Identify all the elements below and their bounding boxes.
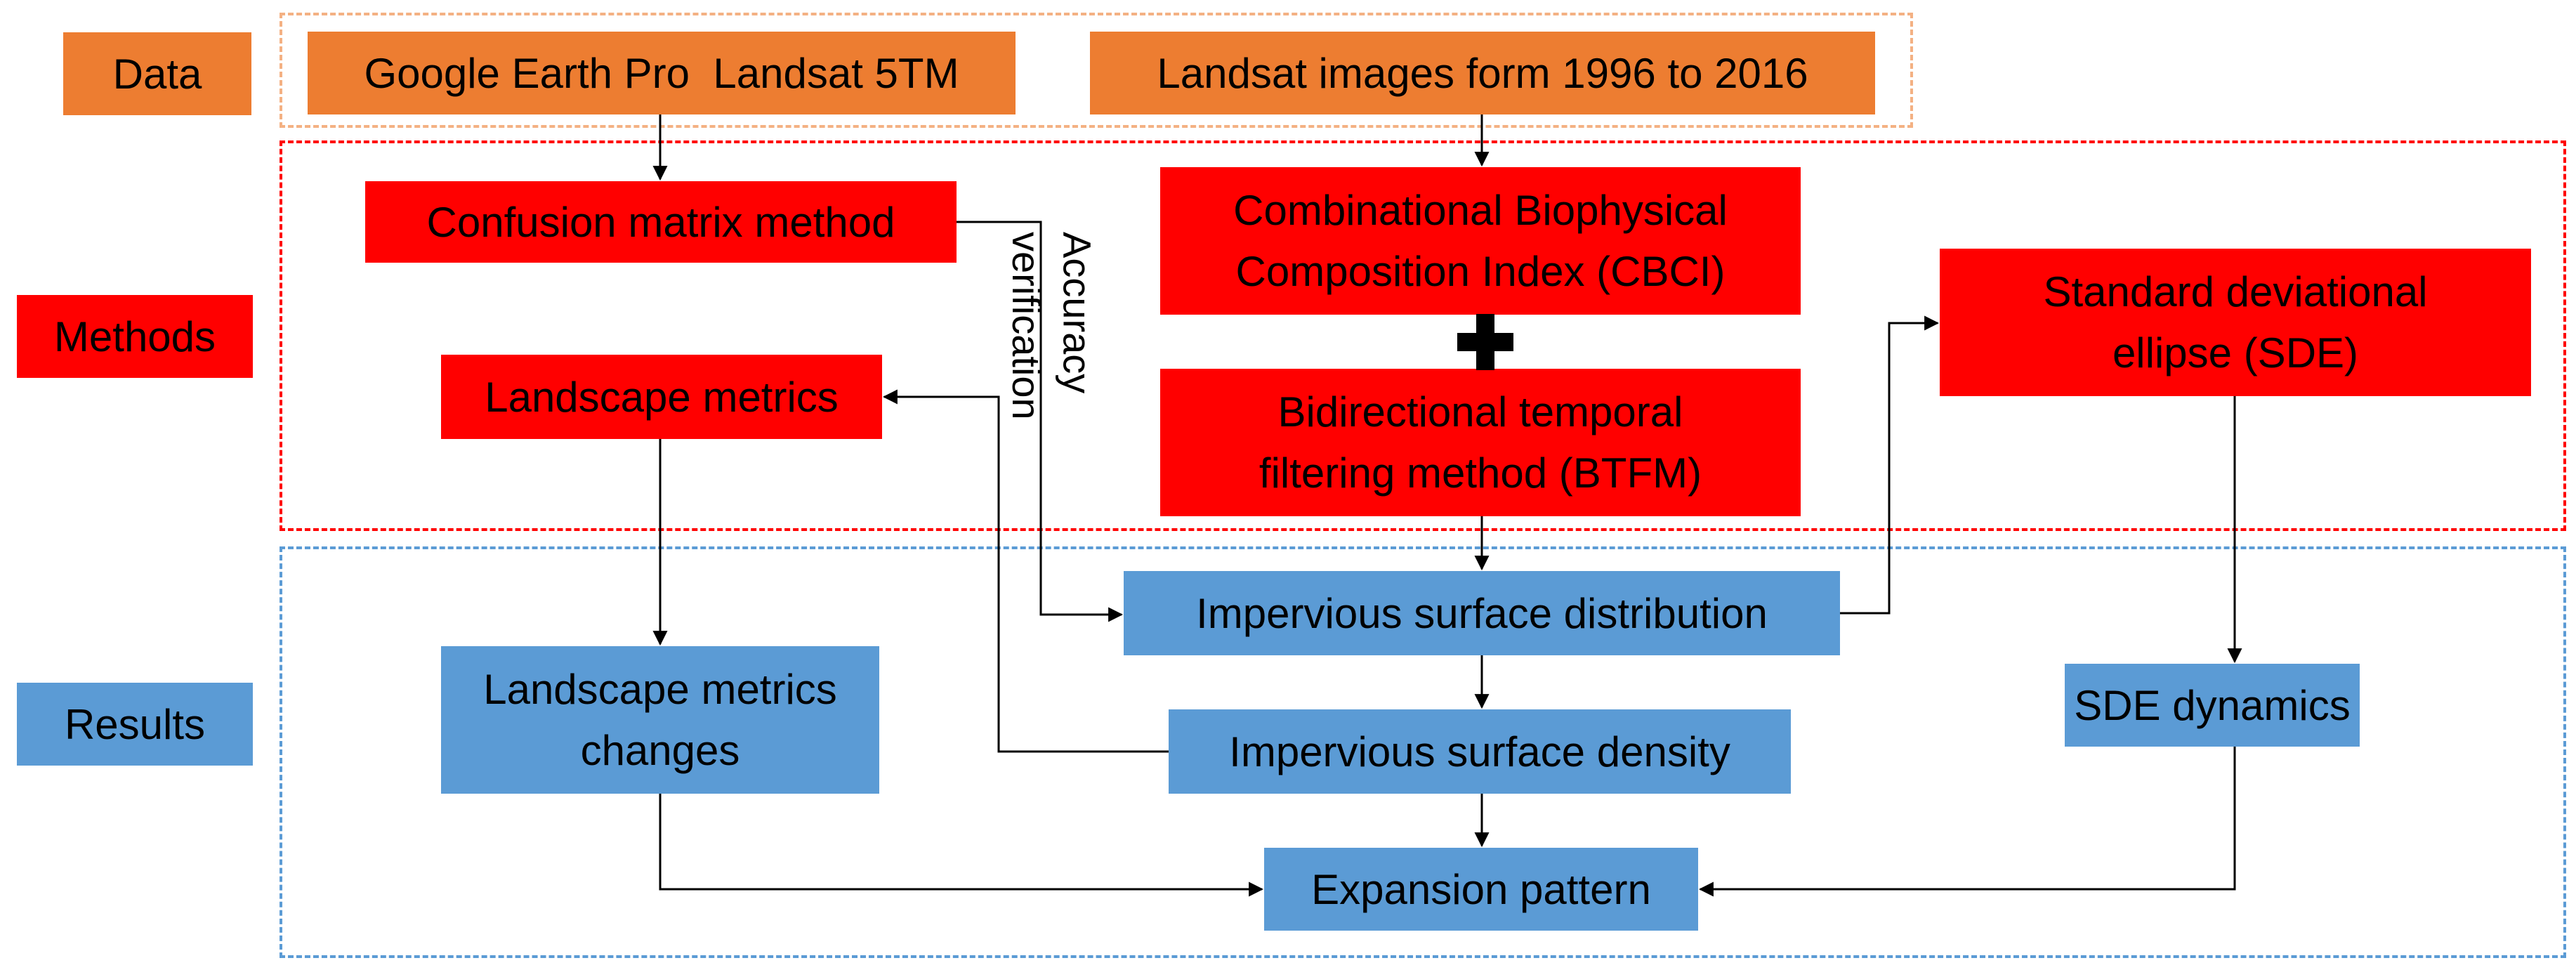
edge-accuracy-verification — [957, 221, 1124, 622]
node-confusion-matrix: Confusion matrix method — [365, 181, 957, 263]
node-cbci-label-2: Composition Index (CBCI) — [1235, 248, 1726, 295]
node-btfm-label-1: Bidirectional temporal — [1277, 388, 1683, 435]
category-results: Results — [17, 683, 253, 766]
node-sde-dynamics-label: SDE dynamics — [2074, 681, 2351, 729]
node-impervious-density-label: Impervious surface density — [1229, 728, 1730, 775]
results-group — [280, 546, 2566, 958]
category-methods-label: Methods — [53, 313, 216, 360]
category-data: Data — [63, 32, 251, 115]
node-google-earth-label: Google Earth Pro Landsat 5TM — [364, 49, 959, 97]
node-impervious-density: Impervious surface density — [1169, 709, 1791, 794]
node-landscape-metrics-label: Landscape metrics — [485, 373, 839, 421]
edge-density-landscape — [882, 389, 1169, 753]
node-btfm: Bidirectional temporal filtering method … — [1160, 369, 1801, 516]
plus-icon — [1457, 314, 1513, 370]
node-landscape-metrics: Landscape metrics — [441, 355, 882, 439]
node-sde-label-2: ellipse (SDE) — [2112, 329, 2359, 376]
node-cbci-label-1: Combinational Biophysical — [1233, 187, 1728, 234]
node-sde-label-1: Standard deviational — [2043, 268, 2428, 315]
edge-changes-expansion — [659, 794, 1264, 897]
methods-group — [280, 140, 2566, 531]
node-sde-dynamics: SDE dynamics — [2065, 664, 2360, 747]
node-expansion-pattern: Expansion pattern — [1264, 848, 1698, 931]
node-cbci: Combinational Biophysical Composition In… — [1160, 167, 1801, 315]
node-sde: Standard deviational ellipse (SDE) — [1940, 249, 2531, 396]
node-google-earth: Google Earth Pro Landsat 5TM — [308, 32, 1016, 114]
edge-distribution-sde — [1840, 315, 1940, 615]
category-data-label: Data — [112, 50, 202, 98]
node-impervious-distribution: Impervious surface distribution — [1124, 571, 1840, 655]
node-landscape-changes: Landscape metrics changes — [441, 646, 879, 794]
node-confusion-matrix-label: Confusion matrix method — [426, 198, 895, 246]
node-btfm-label-2: filtering method (BTFM) — [1259, 450, 1702, 497]
node-landsat-images-label: Landsat images form 1996 to 2016 — [1157, 49, 1808, 97]
node-landsat-images: Landsat images form 1996 to 2016 — [1090, 32, 1875, 114]
category-methods: Methods — [17, 295, 253, 378]
node-landscape-changes-label-2: changes — [580, 727, 740, 774]
node-impervious-distribution-label: Impervious surface distribution — [1196, 589, 1768, 637]
node-expansion-pattern-label: Expansion pattern — [1311, 865, 1651, 913]
node-landscape-changes-label-1: Landscape metrics — [483, 666, 837, 713]
edge-sdedyn-expansion — [1698, 747, 2236, 897]
category-results-label: Results — [64, 700, 206, 748]
data-group — [280, 13, 1913, 128]
